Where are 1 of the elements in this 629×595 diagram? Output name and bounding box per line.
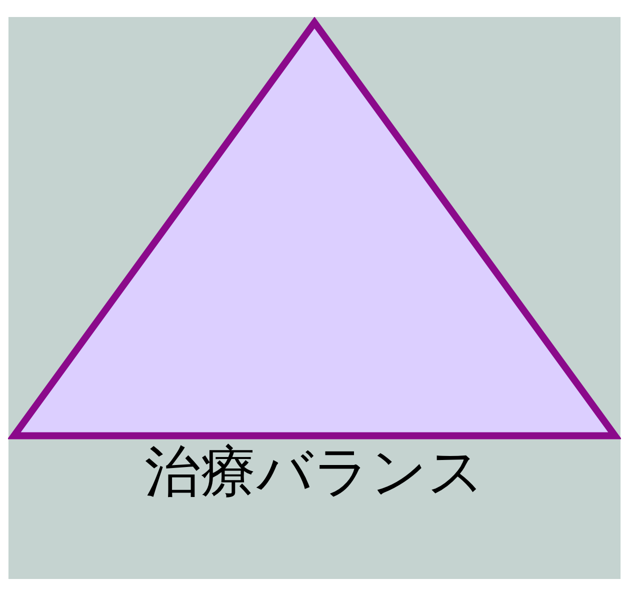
node-label: 治療バランス (144, 439, 484, 504)
